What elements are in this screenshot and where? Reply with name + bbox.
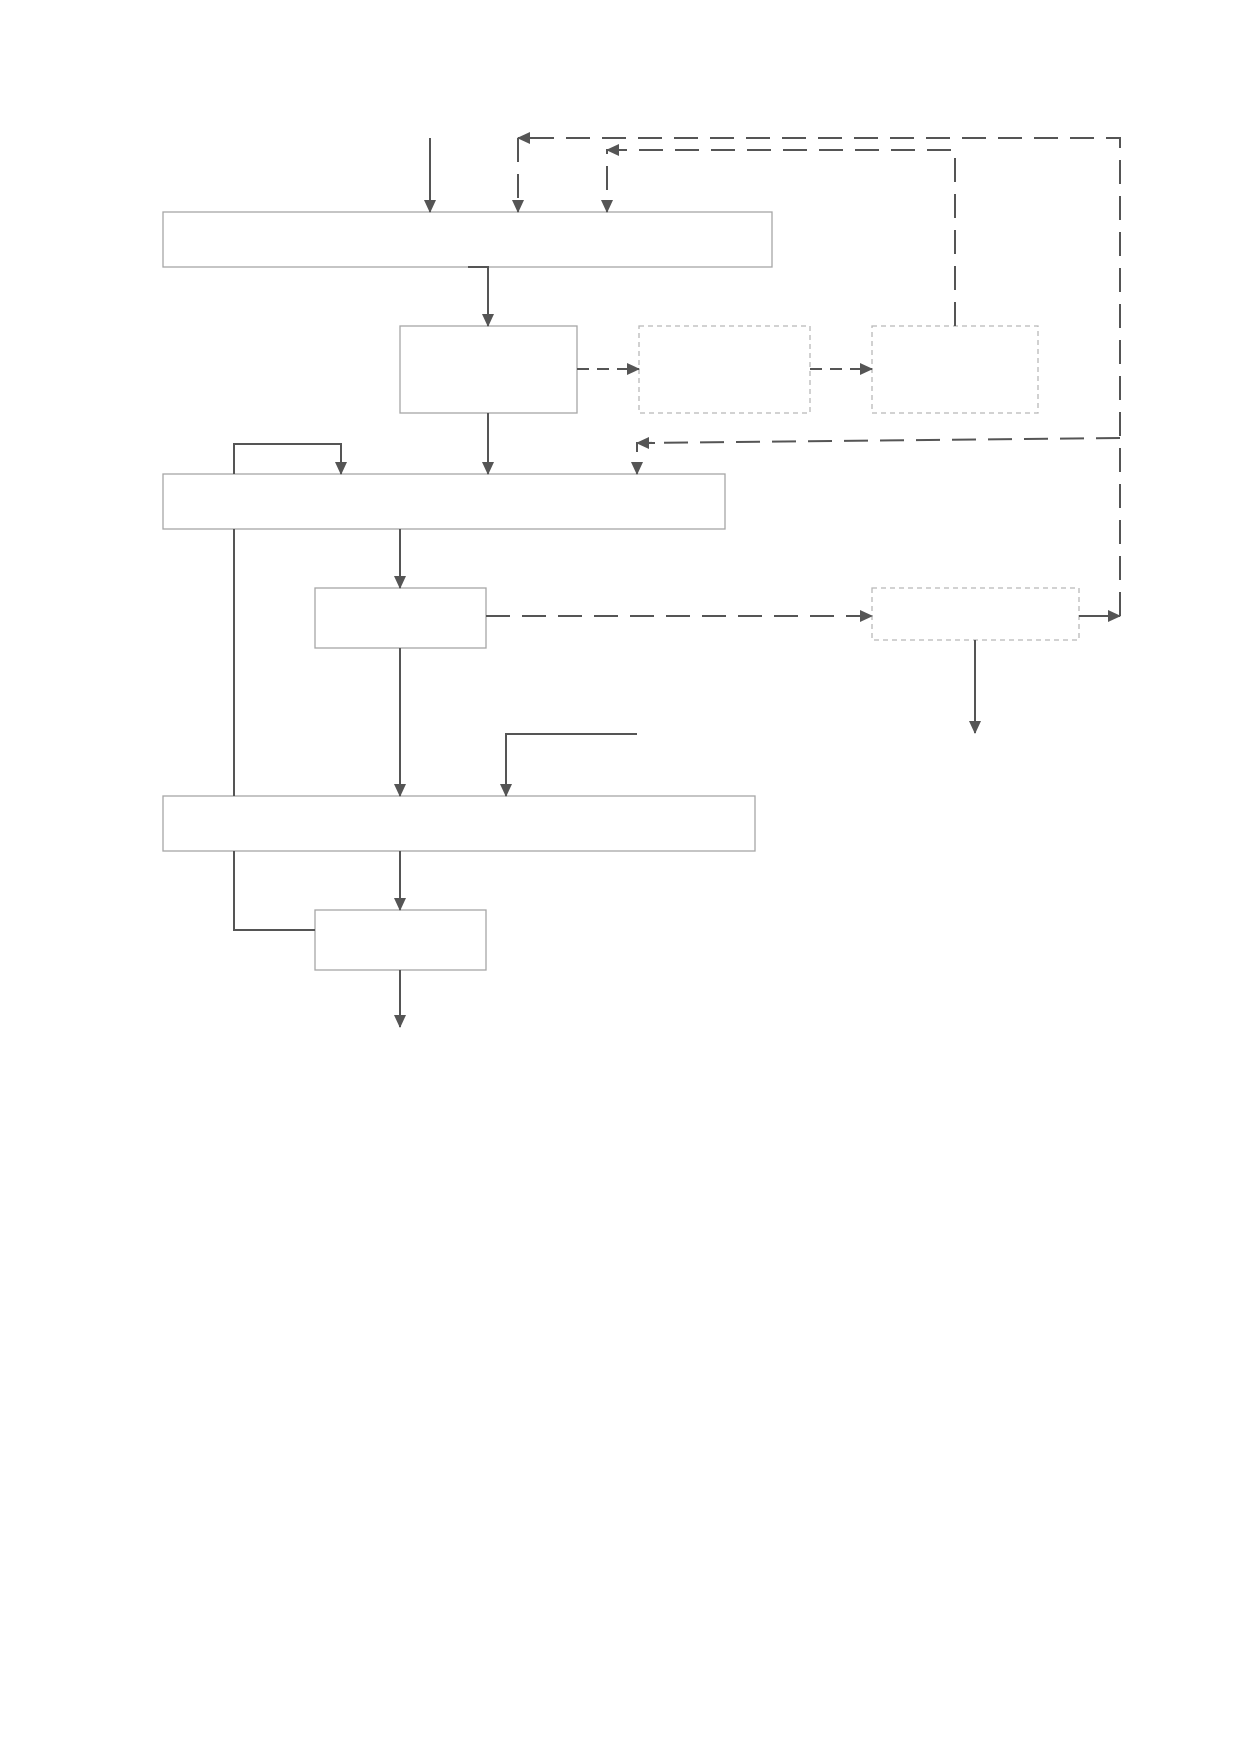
connector-side-input-bar3 — [500, 733, 637, 797]
process-bar-2 — [162, 473, 726, 530]
process-box-f — [314, 909, 487, 971]
process-bar-1 — [162, 211, 773, 268]
connector-right-return-bar2 — [631, 437, 1121, 475]
side-box-b — [638, 325, 811, 414]
process-box-d — [314, 587, 487, 649]
side-box-e — [871, 587, 1080, 641]
connector-left-recycle-loop — [233, 443, 341, 931]
process-box-a — [399, 325, 578, 414]
connector-bar1-to-box-a — [468, 266, 494, 327]
connector-box-c-return-bar1 — [601, 149, 956, 326]
process-bar-3 — [162, 795, 756, 852]
side-box-c — [871, 325, 1039, 414]
connector-outer-return-bar1 — [512, 137, 1121, 616]
